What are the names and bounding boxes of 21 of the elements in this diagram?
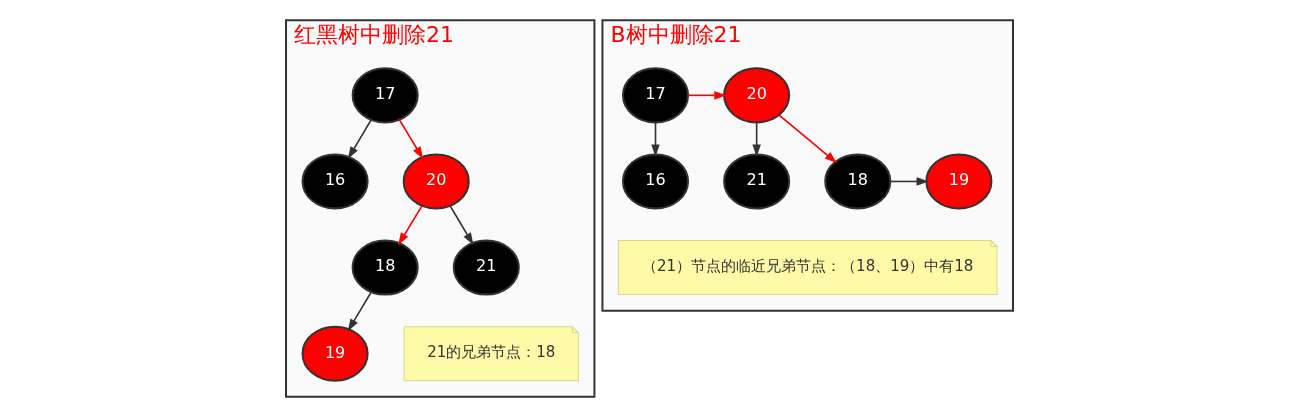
arrow [347, 291, 372, 332]
node-ellipse: 19 [925, 153, 993, 210]
node-ellipse: 19 [301, 325, 369, 382]
arrow [752, 121, 761, 157]
arrow [398, 205, 423, 246]
arrow [651, 121, 660, 157]
node-ellipse: 16 [301, 153, 369, 210]
node-ellipse: 17 [351, 67, 419, 124]
arrow [449, 205, 474, 246]
node-ellipse: 21 [723, 153, 791, 210]
node-ellipse: 16 [621, 153, 690, 210]
node-ellipse: 20 [723, 67, 791, 124]
arrow [889, 177, 929, 186]
arrow [687, 91, 727, 100]
arrow [778, 114, 837, 164]
node-ellipse: 20 [402, 153, 470, 210]
node-ellipse: 18 [351, 239, 419, 296]
node-ellipse: 17 [621, 67, 690, 124]
arrow [347, 119, 372, 159]
arrow [398, 119, 424, 159]
node-ellipse: 21 [452, 239, 520, 296]
